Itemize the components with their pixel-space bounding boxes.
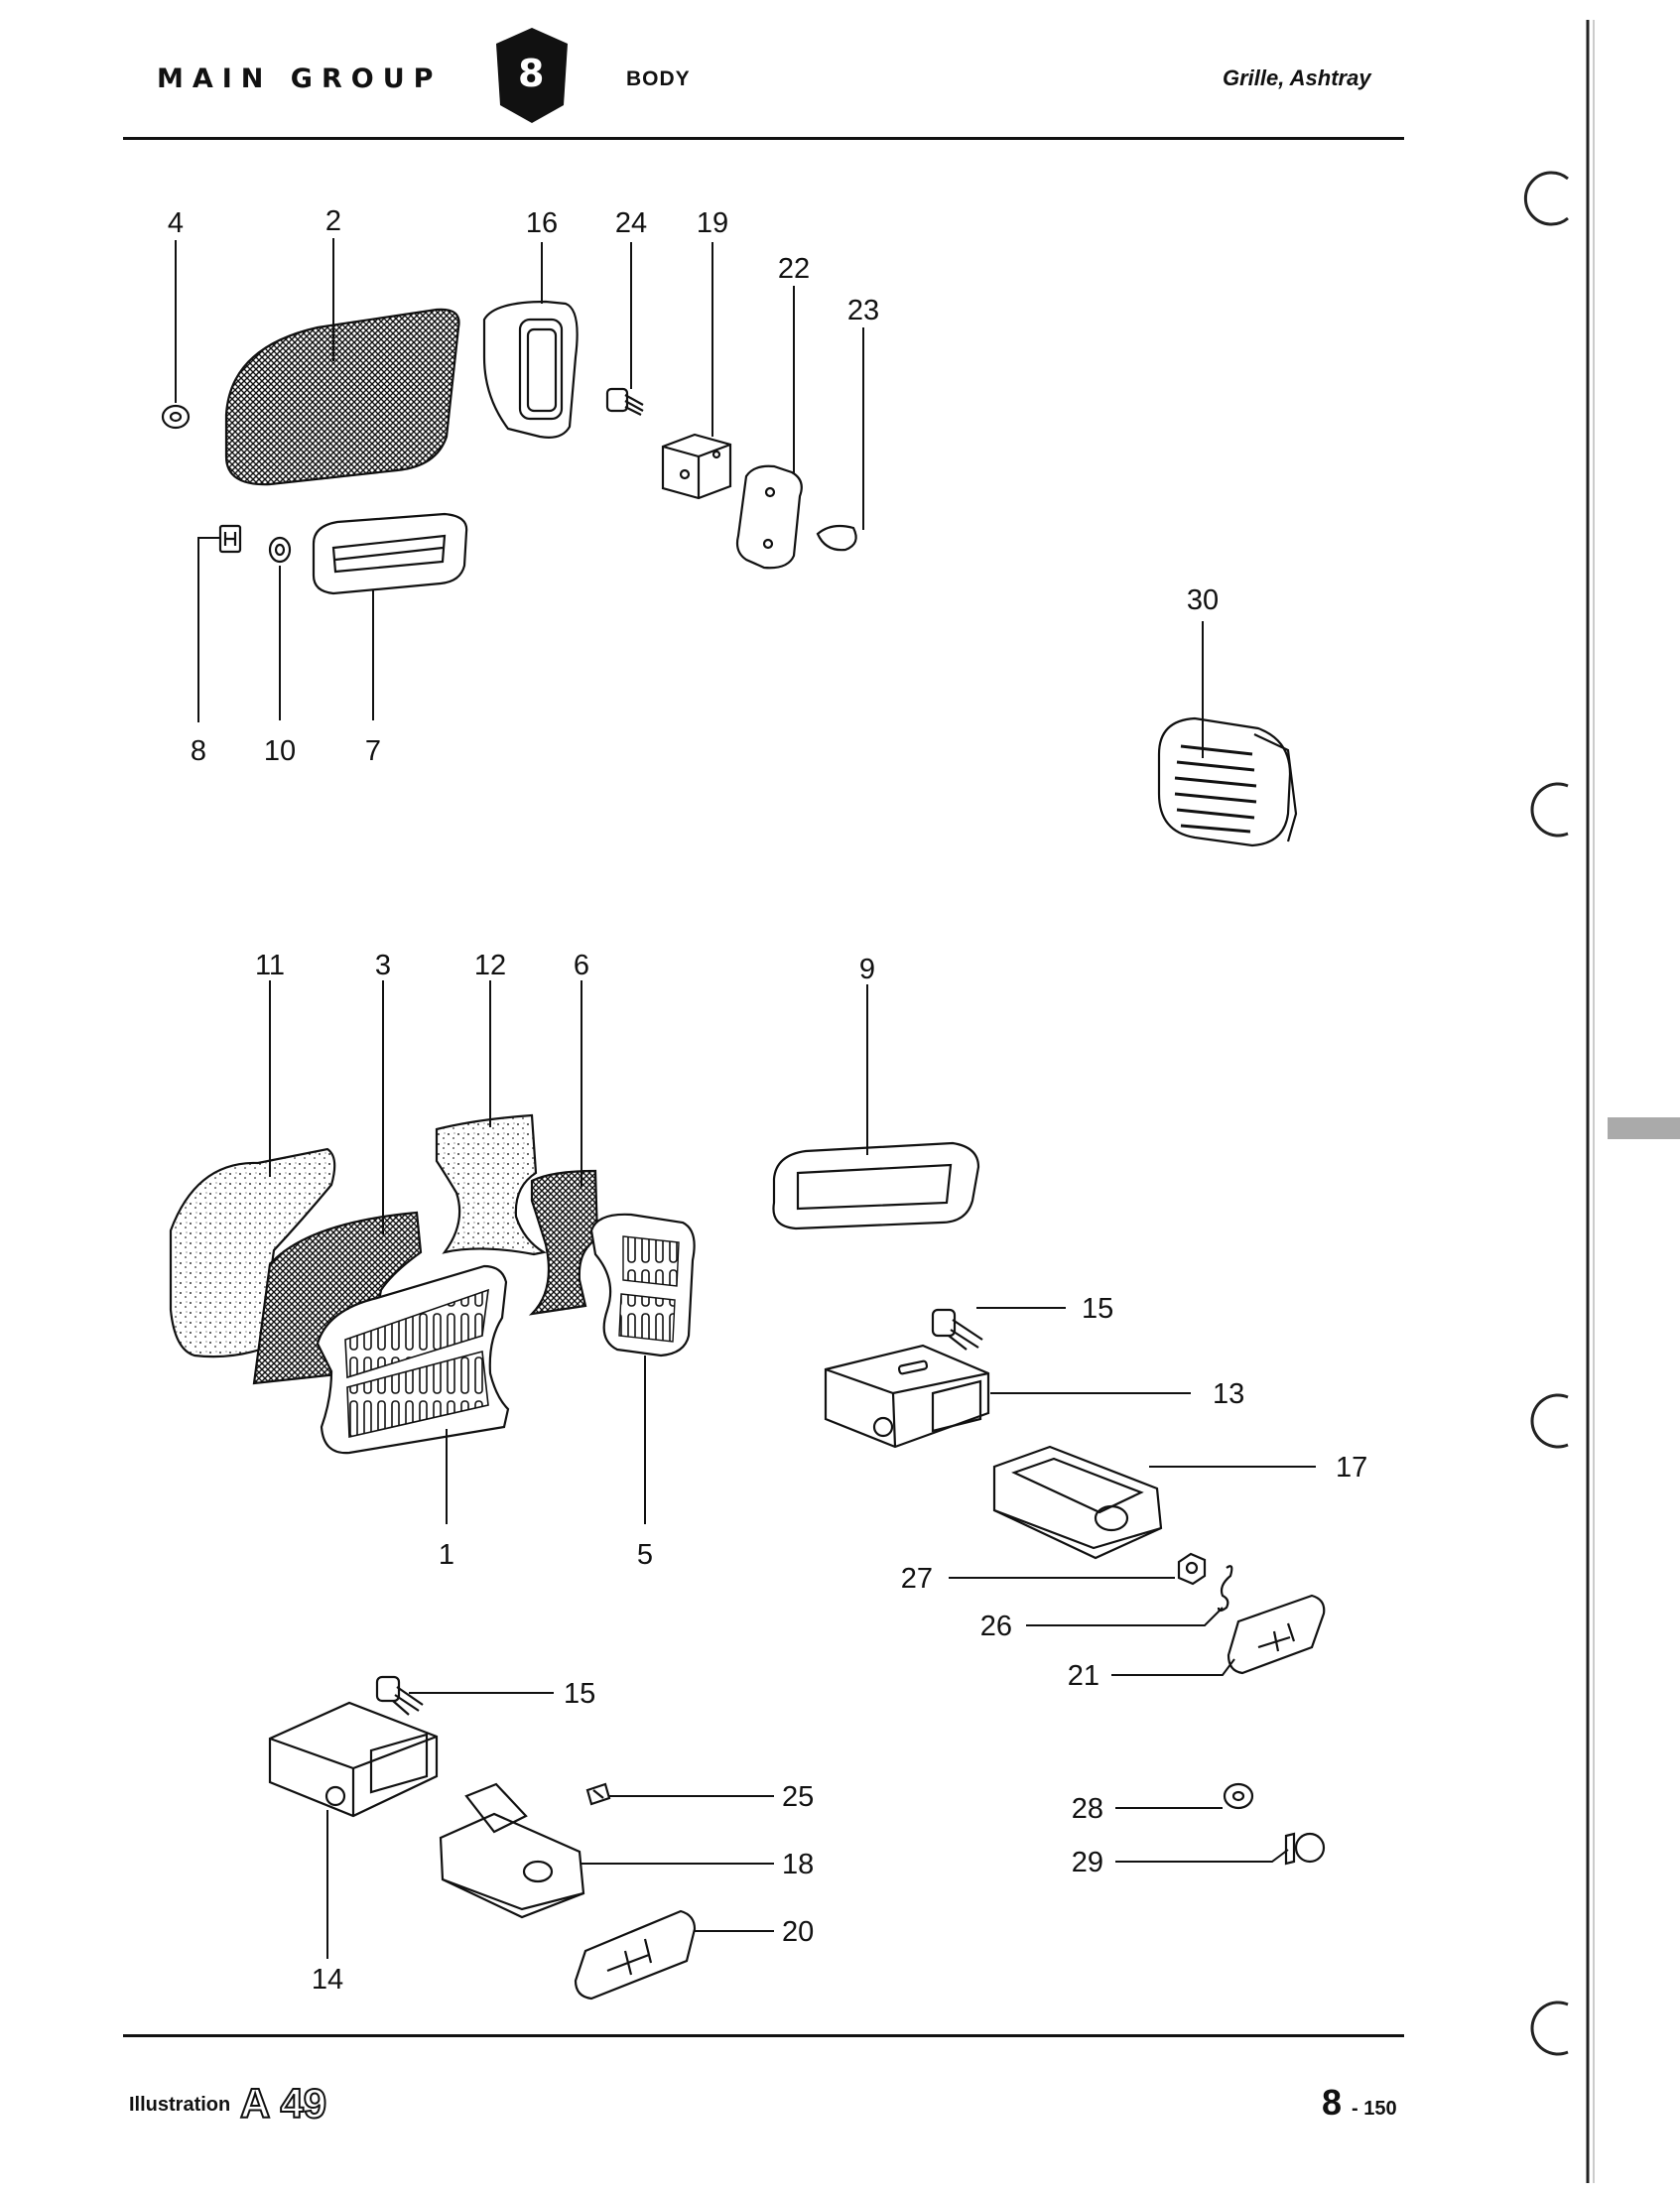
part-8-clip bbox=[218, 524, 242, 554]
page-number: 8 - 150 bbox=[1322, 2082, 1397, 2124]
part-number-1: 1 bbox=[439, 1539, 454, 1571]
part-5-louvred-grille bbox=[589, 1213, 696, 1357]
part-number-19: 19 bbox=[697, 207, 728, 239]
part-20-knob-cover bbox=[574, 1909, 697, 2001]
leader-lines bbox=[175, 238, 1316, 1959]
part-22-plate bbox=[735, 464, 803, 570]
part-23-knob bbox=[816, 524, 857, 552]
part-14-ashtray-housing bbox=[268, 1701, 439, 1818]
part-number-30: 30 bbox=[1187, 584, 1219, 616]
part-number-13: 13 bbox=[1213, 1378, 1244, 1410]
part-number-7: 7 bbox=[365, 735, 381, 767]
part-number-25: 25 bbox=[782, 1781, 814, 1813]
part-18-ashtray-insert bbox=[439, 1782, 585, 1919]
section-label: BODY bbox=[626, 67, 691, 90]
part-number-10: 10 bbox=[264, 735, 296, 767]
page-number-main: 8 bbox=[1322, 2082, 1343, 2123]
main-group-label: MAIN GROUP bbox=[157, 64, 443, 94]
part-number-21: 21 bbox=[1068, 1660, 1099, 1692]
part-25-clip bbox=[585, 1782, 611, 1806]
part-number-15-lower: 15 bbox=[564, 1678, 595, 1710]
part-number-15-upper: 15 bbox=[1082, 1293, 1113, 1325]
part-15-screw-upper bbox=[931, 1308, 983, 1351]
part-9-seal-frame bbox=[772, 1141, 980, 1230]
part-number-3: 3 bbox=[375, 950, 391, 981]
binder-margin bbox=[1523, 20, 1680, 2183]
part-10-washer bbox=[268, 536, 292, 564]
part-number-18: 18 bbox=[782, 1849, 814, 1880]
part-7-vent-frame bbox=[312, 512, 468, 595]
part-28-washer bbox=[1223, 1782, 1254, 1810]
part-1-louvred-grille bbox=[316, 1264, 510, 1455]
part-number-27: 27 bbox=[901, 1563, 933, 1595]
part-number-20: 20 bbox=[782, 1916, 814, 1948]
part-26-spring-clip bbox=[1217, 1565, 1233, 1613]
part-number-28: 28 bbox=[1072, 1793, 1103, 1825]
part-27-nut bbox=[1177, 1552, 1207, 1586]
part-number-11: 11 bbox=[255, 950, 285, 981]
part-number-22: 22 bbox=[778, 253, 810, 285]
part-number-5: 5 bbox=[637, 1539, 653, 1571]
part-2-mesh-grille bbox=[224, 308, 460, 486]
group-badge bbox=[496, 28, 568, 123]
part-number-26: 26 bbox=[980, 1611, 1012, 1642]
part-29-screw bbox=[1284, 1832, 1326, 1866]
part-24-screw bbox=[605, 387, 644, 416]
part-number-2: 2 bbox=[325, 205, 341, 237]
part-number-8: 8 bbox=[191, 735, 206, 767]
part-number-14: 14 bbox=[312, 1964, 343, 1996]
part-number-24: 24 bbox=[615, 207, 647, 239]
page-title: Grille, Ashtray bbox=[1223, 65, 1371, 90]
part-number-6: 6 bbox=[574, 950, 589, 981]
footer-rule bbox=[123, 2034, 1404, 2037]
part-11-felt-pad bbox=[169, 1147, 336, 1358]
illustration-code: A 49 bbox=[239, 2079, 327, 2128]
part-number-4: 4 bbox=[168, 207, 184, 239]
part-30-vent bbox=[1157, 716, 1298, 847]
page-number-sub: - 150 bbox=[1352, 2098, 1397, 2120]
part-number-29: 29 bbox=[1072, 1847, 1103, 1878]
group-number: 8 bbox=[518, 52, 545, 95]
part-number-17: 17 bbox=[1336, 1452, 1367, 1484]
illustration-label: Illustration bbox=[129, 2094, 231, 2116]
part-number-23: 23 bbox=[847, 295, 879, 326]
part-number-16: 16 bbox=[526, 207, 558, 239]
part-13-ashtray-housing bbox=[824, 1344, 990, 1449]
header-rule bbox=[123, 137, 1404, 140]
part-4-clip bbox=[161, 404, 191, 430]
part-21-knob-cover bbox=[1227, 1594, 1326, 1675]
part-3-mesh bbox=[252, 1211, 423, 1385]
part-number-12: 12 bbox=[474, 950, 506, 981]
part-12-felt-pad bbox=[435, 1113, 548, 1256]
part-17-ashtray-insert bbox=[992, 1445, 1163, 1560]
part-6-mesh bbox=[528, 1169, 599, 1316]
part-number-9: 9 bbox=[859, 954, 875, 985]
part-15-screw-lower bbox=[375, 1675, 424, 1716]
part-16-bezel bbox=[482, 300, 579, 439]
part-19-clip-block bbox=[661, 433, 732, 500]
